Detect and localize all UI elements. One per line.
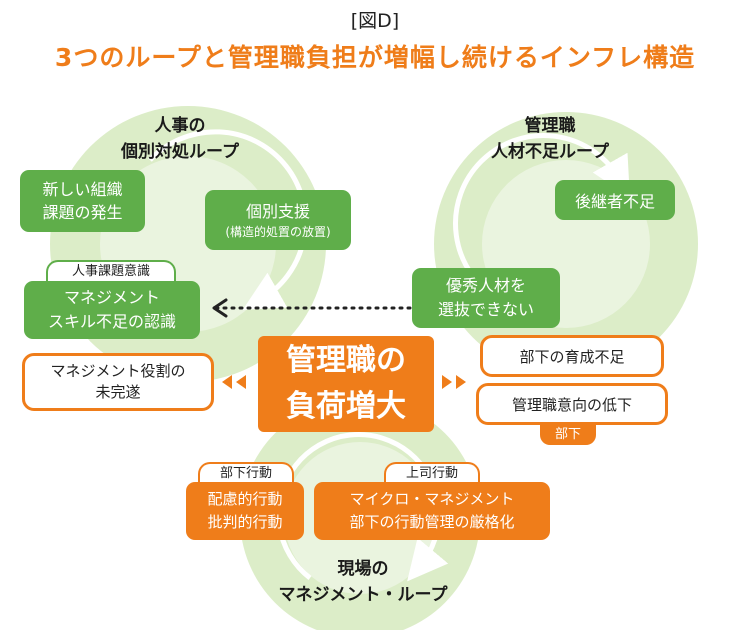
successor-shortage-box: 後継者不足 (555, 180, 675, 220)
manager-loop-title: 管理職 人材不足ループ (491, 116, 609, 162)
right-triangles-icon (442, 375, 466, 389)
center-load-box: 管理職の 負荷増大 (258, 336, 434, 432)
dotted-arrow (212, 298, 412, 318)
field-loop-title: 現場の マネジメント・ループ (278, 559, 448, 605)
sub-training-box: 部下の育成不足 (480, 335, 664, 377)
diagram-title: 3つのループと管理職負担が増幅し続けるインフレ構造 (54, 43, 696, 72)
sub-action-tag: 部下行動 (198, 462, 294, 484)
cannot-select-box: 優秀人材を 選抜できない (412, 268, 560, 328)
boss-action-box: マイクロ・マネジメント 部下の行動管理の厳格化 (314, 482, 550, 540)
boss-action-tag: 上司行動 (384, 462, 480, 484)
left-triangles-icon (222, 375, 246, 389)
skill-gap-box: マネジメント スキル不足の認識 (24, 281, 200, 339)
new-issue-box: 新しい組織 課題の発生 (20, 170, 145, 232)
personnel-loop-title: 人事の 個別対処ループ (121, 116, 239, 162)
hr-awareness-tag: 人事課題意識 (46, 260, 176, 282)
role-incomplete-box: マネジメント役割の 未完遂 (22, 353, 214, 411)
buka-tag: 部下 (540, 425, 596, 445)
individual-support-box: 個別支援 (構造的処置の放置) (205, 190, 351, 250)
mgr-intent-box: 管理職意向の低下 (476, 383, 668, 425)
figure-label: [図D] (350, 10, 400, 32)
sub-action-box: 配慮的行動 批判的行動 (186, 482, 304, 540)
